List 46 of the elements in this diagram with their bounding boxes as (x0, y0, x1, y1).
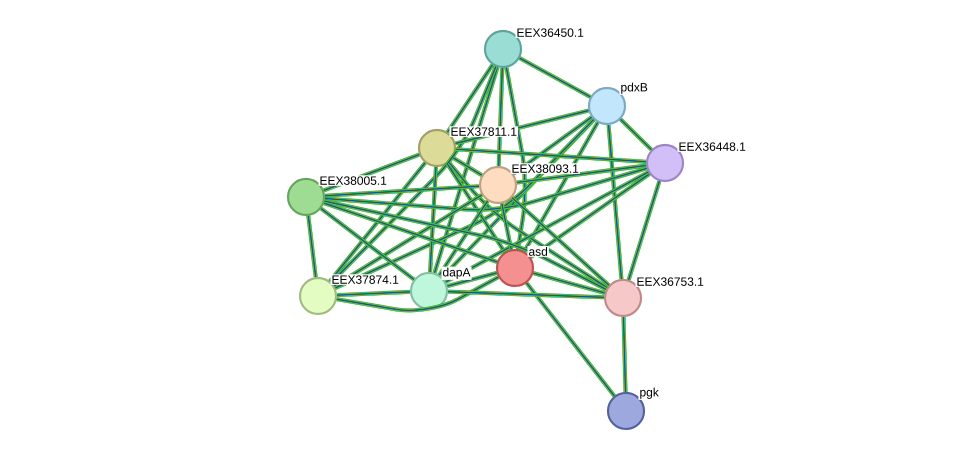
interaction-line (496, 68, 504, 166)
interaction-line (324, 199, 607, 292)
interaction-line (320, 206, 416, 281)
node-label: EEX37811.1 (449, 126, 518, 137)
interaction-line (626, 180, 662, 280)
interaction-line (448, 290, 604, 300)
interaction-line (446, 270, 498, 288)
node-label: asd (527, 246, 549, 257)
interaction-line (456, 147, 646, 164)
interaction-line (328, 162, 427, 282)
interaction-line (622, 316, 628, 392)
node-label: pdxB (619, 82, 649, 95)
node-label: EEX38093.1 (510, 163, 580, 174)
interaction-line (500, 203, 514, 250)
interaction-line (444, 170, 650, 284)
node-label: EEX36448.1 (677, 141, 747, 152)
interaction-line (324, 166, 648, 212)
node-label: pgk (638, 386, 660, 400)
node-label: dapA (441, 266, 472, 280)
interaction-line (334, 118, 596, 290)
interaction-line (516, 164, 646, 184)
interaction-line (606, 124, 624, 280)
interaction-line (452, 156, 483, 177)
interaction-line (532, 271, 606, 295)
interaction-line (446, 64, 494, 134)
interaction-line (336, 290, 410, 298)
interaction-line (504, 67, 527, 250)
interaction-line (448, 161, 608, 290)
interaction-line (518, 56, 592, 99)
interaction-line (336, 275, 500, 312)
interaction-line (619, 118, 653, 152)
interaction-line (510, 196, 610, 287)
interaction-line (529, 172, 651, 259)
interaction-line (306, 216, 318, 278)
node-label: EEX36450.1 (515, 27, 585, 38)
interaction-line (438, 200, 490, 276)
interaction-line (428, 166, 438, 272)
node-label: EEX36753.1 (635, 276, 705, 287)
node-label: EEX37874.1 (330, 274, 400, 285)
interaction-line (333, 193, 483, 288)
interaction-line (324, 184, 480, 198)
node-label: EEX38005.1 (318, 175, 388, 186)
interaction-line (323, 201, 498, 264)
interaction-line (432, 66, 500, 274)
interaction-line (525, 282, 616, 398)
interaction-line (522, 122, 600, 252)
